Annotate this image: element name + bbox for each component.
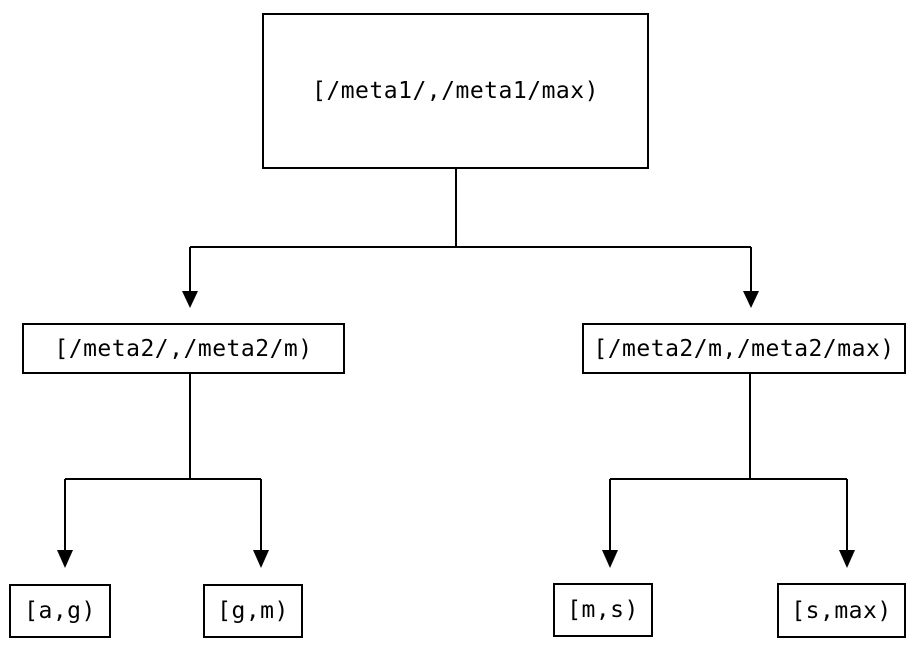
node-left-label: [/meta2/,/meta2/m): [54, 335, 313, 362]
node-leaf-gm-label: [g,m): [217, 598, 289, 624]
edge-left-to-leaves: [57, 374, 269, 568]
node-right-interval: [/meta2/m,/meta2/max): [582, 323, 906, 374]
arrowhead-to-leaf-ag: [57, 550, 73, 568]
edge-right-to-leaves: [602, 374, 855, 568]
node-root-label: [/meta1/,/meta1/max): [312, 78, 599, 104]
node-leaf-smax-label: [s,max): [791, 597, 892, 624]
node-leaf-gm: [g,m): [203, 584, 303, 638]
node-right-label: [/meta2/m,/meta2/max): [593, 335, 895, 362]
arrowhead-to-leaf-gm: [253, 550, 269, 568]
arrowhead-to-leaf-ms: [602, 550, 618, 568]
node-leaf-ms-label: [m,s): [567, 597, 639, 623]
arrowhead-to-right-node: [743, 291, 759, 308]
node-root-interval: [/meta1/,/meta1/max): [262, 13, 649, 169]
node-leaf-smax: [s,max): [777, 583, 906, 638]
arrowhead-to-left-node: [182, 291, 198, 308]
node-leaf-ag: [a,g): [9, 584, 111, 638]
node-leaf-ms: [m,s): [553, 583, 653, 637]
node-left-interval: [/meta2/,/meta2/m): [22, 323, 345, 374]
node-leaf-ag-label: [a,g): [24, 598, 96, 624]
edge-root-to-children: [182, 169, 759, 308]
arrowhead-to-leaf-smax: [839, 550, 855, 568]
